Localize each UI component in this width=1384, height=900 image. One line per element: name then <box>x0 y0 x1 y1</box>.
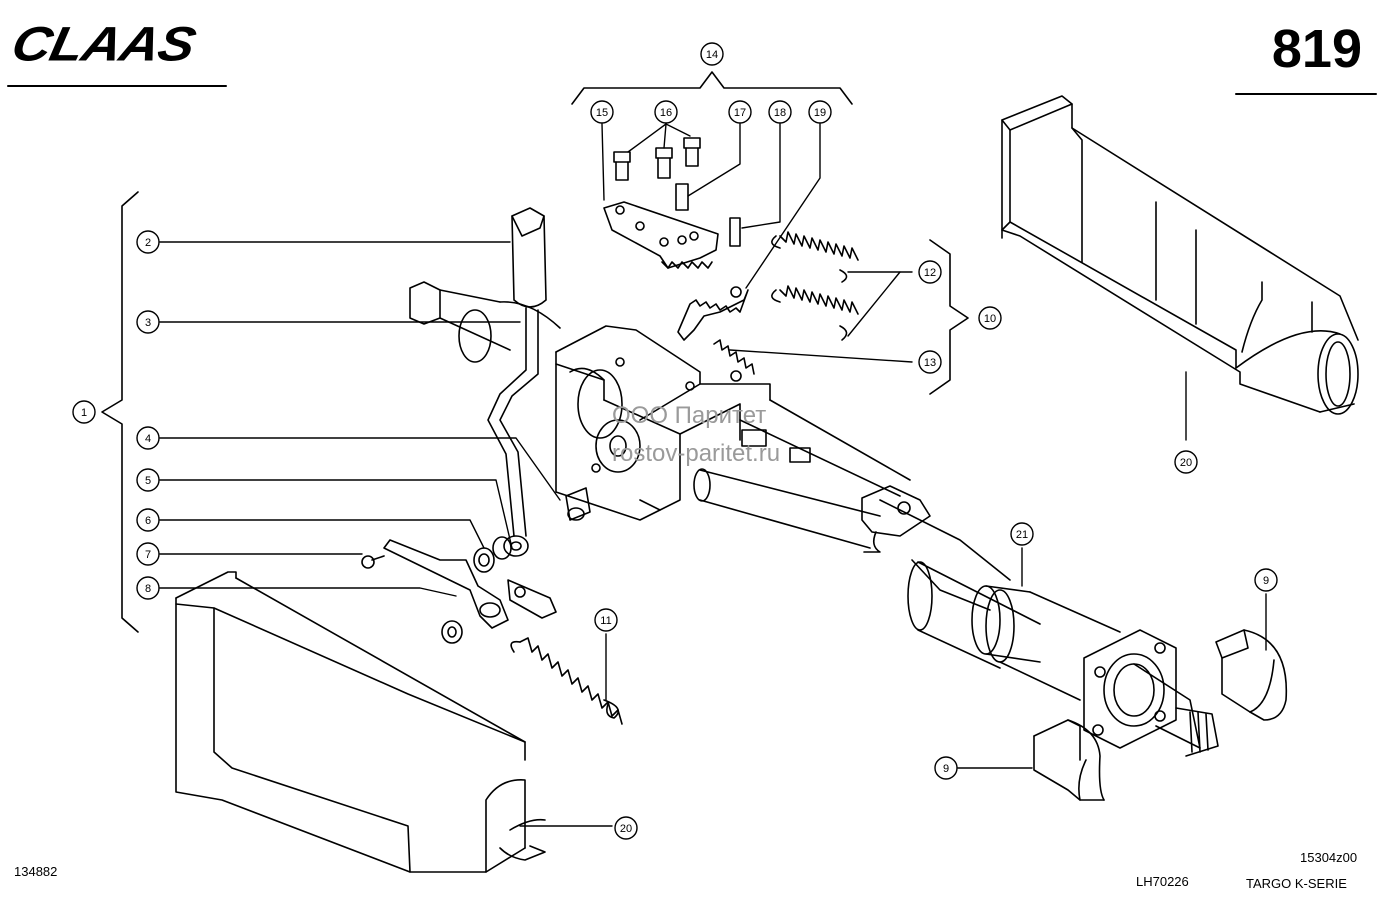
callout-10 <box>978 306 1002 330</box>
spring-11 <box>510 637 623 725</box>
footer-drawing-code: LH70226 <box>1136 874 1189 889</box>
callout-labels: 1 2 3 4 5 6 7 8 9 9 10 11 12 13 14 15 16… <box>81 49 1269 835</box>
callout-1 <box>72 400 96 424</box>
callout-11 <box>594 608 618 632</box>
callout-label-1: 1 <box>81 407 87 419</box>
callout-18 <box>768 100 792 124</box>
callout-20a <box>1174 450 1198 474</box>
callout-label-20a: 20 <box>1180 457 1192 469</box>
spring-13 <box>713 339 755 375</box>
callout-4 <box>136 426 160 450</box>
callout-15 <box>590 100 614 124</box>
callout-7 <box>136 542 160 566</box>
footer-doc-code: 15304z00 <box>1300 850 1358 865</box>
callout-2 <box>136 230 160 254</box>
callouts <box>72 42 1278 840</box>
half-shell-upper <box>1215 629 1288 721</box>
callout-label-7: 7 <box>145 549 151 561</box>
shaft-housing-assembly <box>409 281 1219 757</box>
callout-14 <box>700 42 724 66</box>
callout-label-15: 15 <box>596 107 608 119</box>
callout-6 <box>136 508 160 532</box>
callout-label-6: 6 <box>145 515 151 527</box>
callout-label-13: 13 <box>924 357 936 369</box>
detent-assembly <box>603 137 749 341</box>
callout-8 <box>136 576 160 600</box>
right-cover-part <box>1001 95 1359 415</box>
callout-label-11: 11 <box>600 615 611 627</box>
watermark-company: ООО Паритет <box>612 402 767 429</box>
callout-20b <box>614 816 638 840</box>
spring-12-lower <box>771 285 859 341</box>
callout-label-16: 16 <box>660 107 672 119</box>
callout-label-9a: 9 <box>943 763 949 775</box>
callout-label-4: 4 <box>145 433 151 445</box>
callout-3 <box>136 310 160 334</box>
callout-16 <box>654 100 678 124</box>
callout-label-19: 19 <box>814 107 826 119</box>
callout-13 <box>918 350 942 374</box>
callout-label-12: 12 <box>924 267 936 279</box>
callout-9a <box>934 756 958 780</box>
small-parts <box>361 487 591 644</box>
left-cover-part <box>175 571 546 873</box>
callout-19 <box>808 100 832 124</box>
half-shell-lower <box>1033 719 1105 801</box>
callout-label-21: 21 <box>1016 529 1028 541</box>
callout-17 <box>728 100 752 124</box>
callout-5 <box>136 468 160 492</box>
callout-label-17: 17 <box>734 107 746 119</box>
callout-label-14: 14 <box>706 49 718 61</box>
leader-lines <box>159 123 1267 827</box>
callout-12 <box>918 260 942 284</box>
callout-label-2: 2 <box>145 237 151 249</box>
callout-label-10: 10 <box>984 313 996 325</box>
callout-label-20b: 20 <box>620 823 632 835</box>
callout-label-5: 5 <box>145 475 151 487</box>
callout-label-18: 18 <box>774 107 786 119</box>
callout-9b <box>1254 568 1278 592</box>
callout-label-8: 8 <box>145 583 151 595</box>
gear-lever-part <box>487 207 547 557</box>
spring-12-upper <box>771 231 859 283</box>
callout-21 <box>1010 522 1034 546</box>
callout-label-3: 3 <box>145 317 151 329</box>
footer-series: TARGO K-SERIE <box>1246 876 1347 891</box>
page-number: 819 <box>1271 19 1362 79</box>
watermark-url: rostov-paritet.ru <box>612 440 781 467</box>
callout-label-9b: 9 <box>1263 575 1269 587</box>
footer-left-code: 134882 <box>14 864 58 879</box>
